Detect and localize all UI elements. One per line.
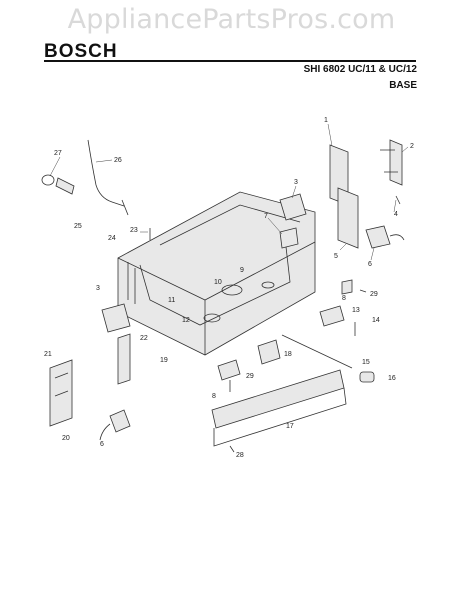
callout-11: 11 bbox=[168, 297, 175, 304]
callout-13: 13 bbox=[352, 307, 360, 314]
callout-8b: 8 bbox=[212, 393, 216, 400]
callout-25: 25 bbox=[74, 223, 82, 230]
bracket-8 bbox=[217, 279, 353, 381]
clamps-27 bbox=[41, 174, 75, 195]
callout-12: 12 bbox=[182, 317, 190, 324]
bracket-3 bbox=[101, 193, 307, 333]
switch-6 bbox=[99, 225, 405, 441]
callout-10: 10 bbox=[214, 279, 222, 286]
callout-15: 15 bbox=[362, 359, 370, 366]
callout-29b: 29 bbox=[246, 373, 254, 380]
section-title: BASE bbox=[389, 80, 417, 91]
base-frame bbox=[117, 191, 316, 356]
header-rule bbox=[44, 60, 416, 62]
callout-23: 23 bbox=[130, 227, 138, 234]
brand-logo: BOSCH bbox=[44, 41, 118, 62]
callout-18: 18 bbox=[284, 351, 292, 358]
rod-15 bbox=[281, 334, 353, 369]
callout-16: 16 bbox=[388, 375, 396, 382]
callout-7: 7 bbox=[264, 213, 268, 220]
callout-24: 24 bbox=[108, 235, 116, 242]
callout-1: 1 bbox=[324, 117, 328, 124]
callout-26: 26 bbox=[114, 157, 122, 164]
callout-27: 27 bbox=[54, 150, 62, 157]
kick-plate-17 bbox=[211, 369, 347, 447]
callout-28: 28 bbox=[236, 452, 244, 459]
callout-4: 4 bbox=[394, 211, 398, 218]
callout-labels: 1 2 3 4 5 6 7 8 9 10 11 12 13 14 15 16 1… bbox=[44, 117, 414, 459]
callout-6: 6 bbox=[368, 261, 372, 268]
callout-5: 5 bbox=[334, 253, 338, 260]
callout-22: 22 bbox=[140, 335, 148, 342]
bracket-5 bbox=[337, 187, 359, 249]
bracket-22 bbox=[117, 333, 131, 385]
callout-21: 21 bbox=[44, 351, 52, 358]
callout-2: 2 bbox=[410, 143, 414, 150]
hose-26 bbox=[87, 139, 129, 216]
side-panel-21 bbox=[49, 359, 73, 427]
screws bbox=[149, 195, 401, 453]
watermark: AppliancePartsPros.com bbox=[67, 4, 396, 35]
callout-8: 8 bbox=[342, 295, 346, 302]
callout-29: 29 bbox=[370, 291, 378, 298]
bracket-7 bbox=[279, 227, 299, 249]
callout-3: 3 bbox=[294, 179, 298, 186]
foot-16 bbox=[359, 371, 375, 383]
leader-lines bbox=[49, 123, 409, 261]
callout-3b: 3 bbox=[96, 285, 100, 292]
callout-14: 14 bbox=[372, 317, 380, 324]
callout-6b: 6 bbox=[100, 441, 104, 448]
callout-20: 20 bbox=[62, 435, 70, 442]
bracket-13 bbox=[319, 305, 345, 327]
model-number: SHI 6802 UC/11 & UC/12 bbox=[303, 64, 417, 75]
callout-17: 17 bbox=[286, 423, 294, 430]
callout-9: 9 bbox=[240, 267, 244, 274]
callout-19: 19 bbox=[160, 357, 168, 364]
bracket-18 bbox=[257, 339, 281, 365]
